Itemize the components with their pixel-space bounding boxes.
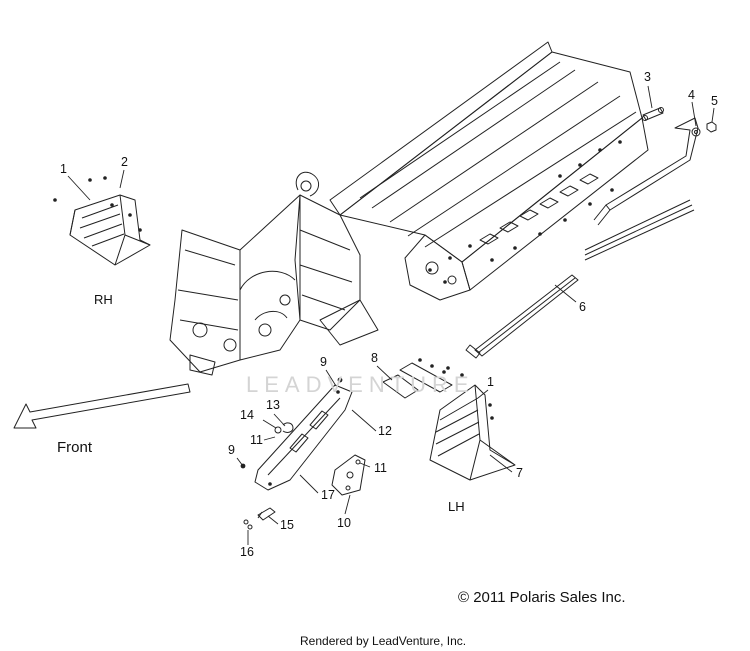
callout-12: 12 [378, 424, 392, 438]
part-4-washer [691, 127, 701, 137]
callout-10: 10 [337, 516, 351, 530]
part-13-clip [282, 422, 294, 433]
part-10-bracket [331, 454, 366, 496]
callout-2: 2 [121, 155, 128, 169]
callout-13: 13 [266, 398, 280, 412]
callout-9-top: 9 [320, 355, 327, 369]
callout-11-left: 11 [250, 433, 263, 447]
front-label: Front [57, 439, 93, 456]
front-frame [169, 171, 379, 376]
part-16-bolts [243, 519, 253, 530]
part-6-rail [465, 274, 579, 359]
callout-16: 16 [240, 545, 254, 559]
part-14-fastener [274, 426, 282, 434]
watermark-text: LEADVENTURE [246, 372, 475, 397]
part-5-nut [706, 121, 717, 133]
front-arrow [13, 383, 191, 429]
copyright-text: © 2011 Polaris Sales Inc. [458, 589, 626, 606]
callout-7: 7 [516, 466, 523, 480]
part-3-bracket [642, 107, 664, 121]
callout-6: 6 [579, 300, 586, 314]
callout-11-right: 11 [374, 461, 387, 475]
part-17-panel [240, 377, 353, 491]
rh-footrest [53, 176, 151, 266]
callout-14: 14 [240, 408, 254, 422]
rh-label: RH [94, 292, 113, 307]
callout-15: 15 [280, 518, 294, 532]
rendered-by-text: Rendered by LeadVenture, Inc. [300, 634, 467, 648]
part-15-bracket [257, 507, 276, 521]
part-bumper-bar [584, 117, 699, 261]
callout-17: 17 [321, 488, 335, 502]
callout-3: 3 [644, 70, 651, 84]
callout-9-left: 9 [228, 443, 235, 457]
callout-8: 8 [371, 351, 378, 365]
leader-lines [67, 85, 715, 545]
callout-1-lh: 1 [487, 375, 494, 389]
chassis-tunnel [329, 41, 649, 301]
callout-4: 4 [688, 88, 695, 102]
lh-footrest [429, 366, 516, 481]
callout-5: 5 [711, 94, 718, 108]
lh-label: LH [448, 499, 465, 514]
callout-1-rh: 1 [60, 162, 67, 176]
part-8-bracket [382, 358, 453, 399]
